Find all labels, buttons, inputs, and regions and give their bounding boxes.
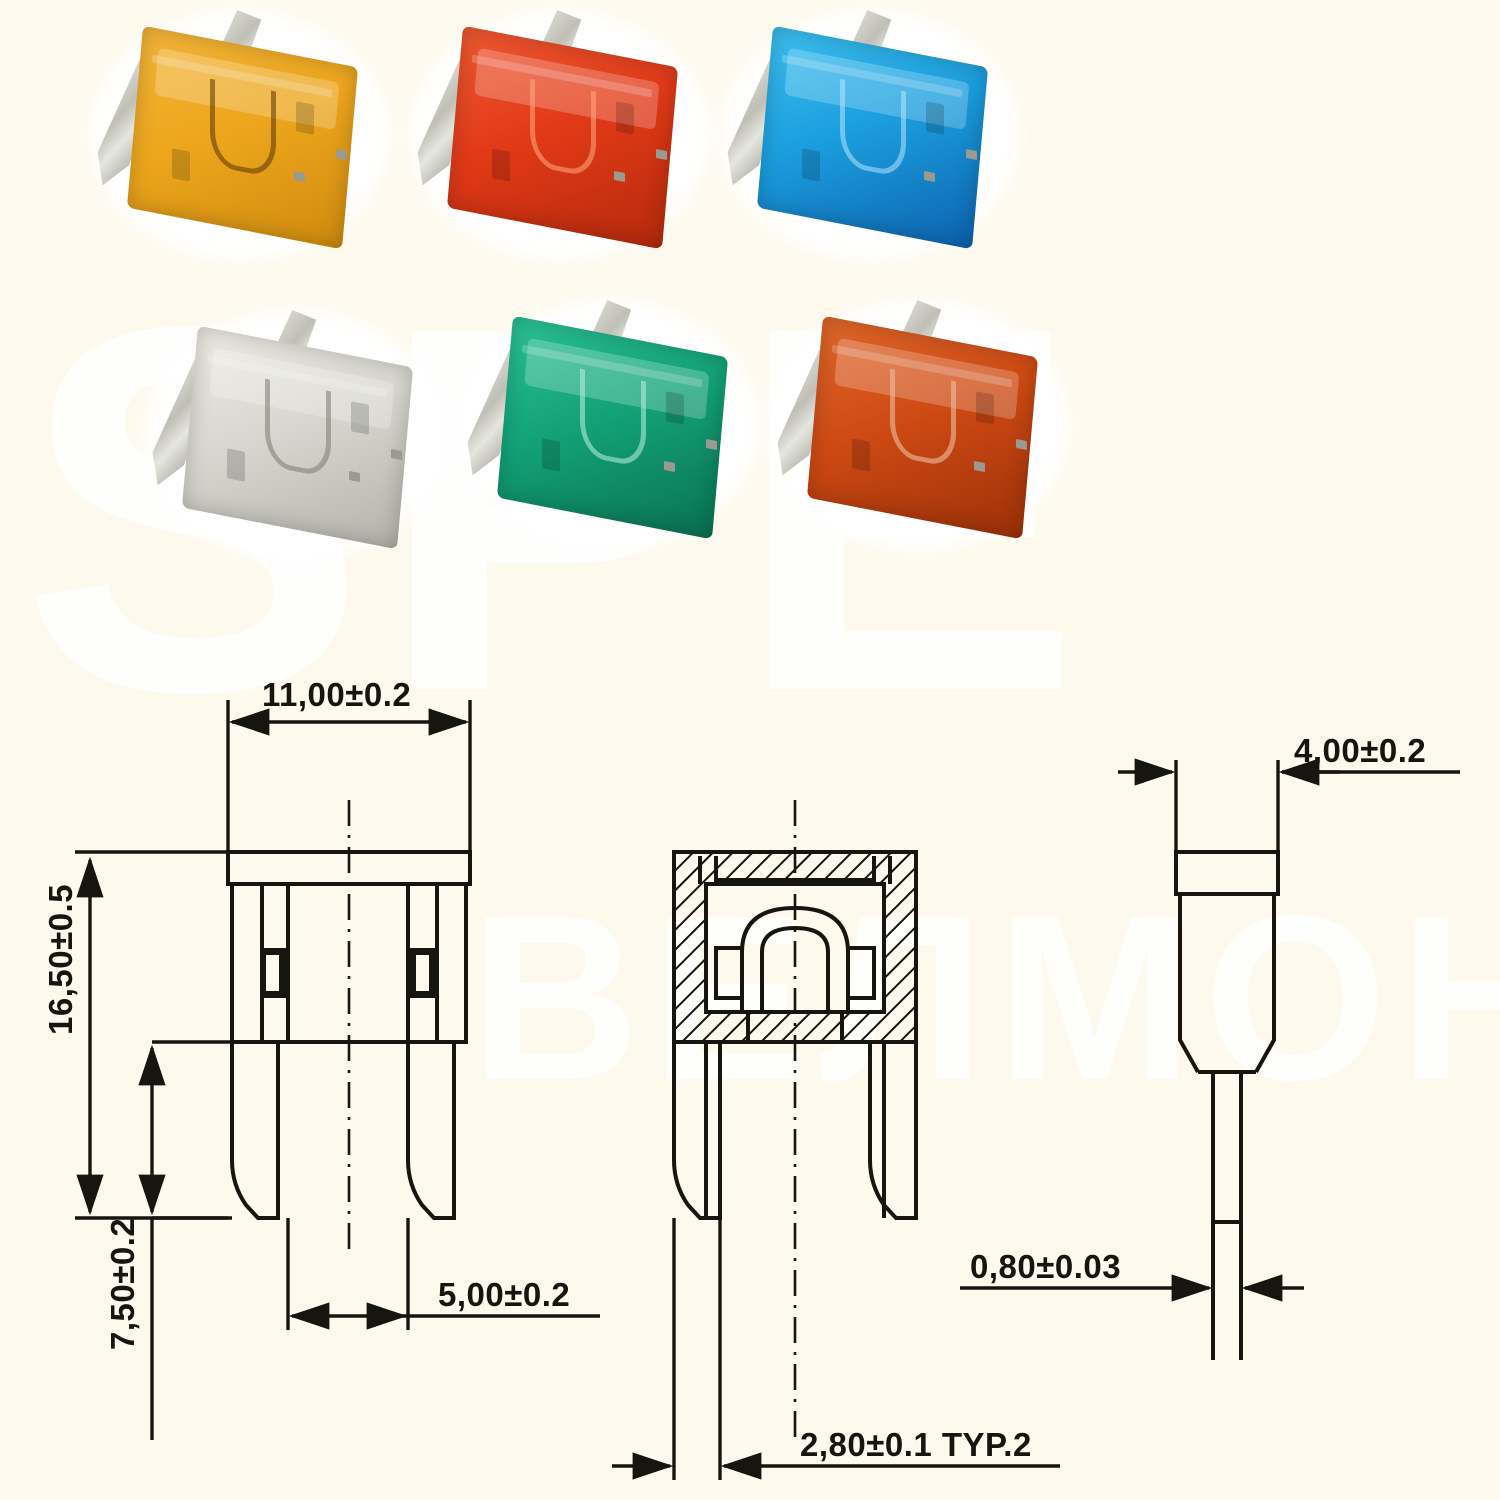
dim-label-height-overall: 16,50±0.5 bbox=[42, 884, 79, 1035]
watermark-brand-text: BEЛMOH bbox=[470, 866, 1500, 1129]
fuse-photo-clear bbox=[155, 300, 455, 570]
dim-label-terminal-thickness: 0,80±0.03 bbox=[970, 1248, 1121, 1285]
dim-terminal-width bbox=[612, 1218, 1060, 1480]
dim-label-terminal-length: 7,50±0.2 bbox=[104, 1218, 141, 1350]
dim-label-terminal-width: 2,80±0.1 TYP.2 bbox=[800, 1426, 1032, 1463]
fuse-photo-red bbox=[420, 0, 720, 270]
fuse-photo-orange bbox=[780, 290, 1080, 560]
dim-width-overall bbox=[226, 700, 472, 860]
fuse-photo-blue bbox=[730, 0, 1030, 270]
fuse-photo-green bbox=[470, 290, 770, 560]
dim-terminal-length bbox=[138, 1040, 232, 1440]
fuse-photo-amber bbox=[100, 0, 400, 270]
dim-body-thickness bbox=[1118, 758, 1460, 856]
dim-label-terminal-pitch: 5,00±0.2 bbox=[438, 1276, 570, 1313]
dim-label-body-thickness: 4,00±0.2 bbox=[1294, 732, 1426, 769]
dim-terminal-pitch bbox=[286, 1218, 600, 1330]
dim-terminal-thickness bbox=[960, 1222, 1304, 1310]
side-view-geometry bbox=[1174, 850, 1280, 1360]
dim-label-width-overall: 11,00±0.2 bbox=[262, 676, 411, 713]
